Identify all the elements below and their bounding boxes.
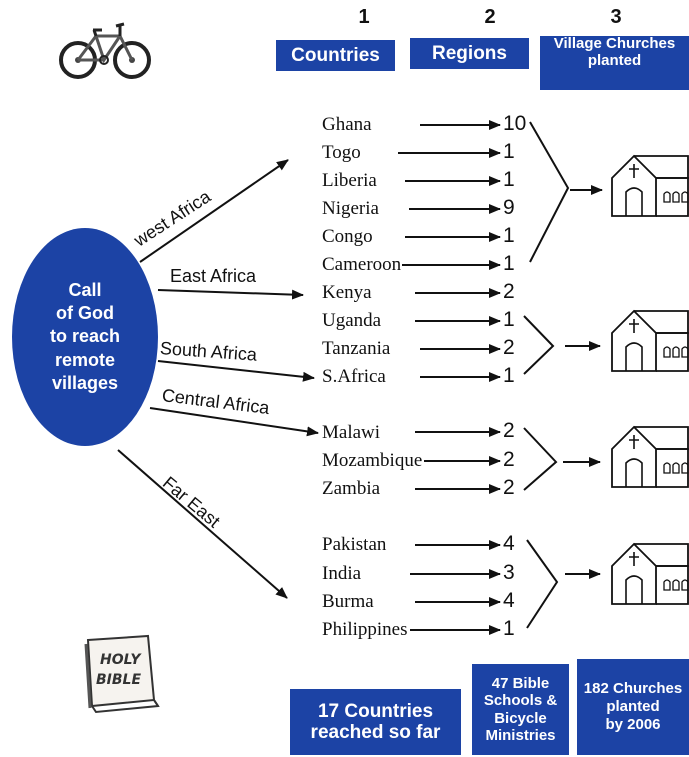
- count-zambia: 2: [503, 476, 515, 499]
- count-uganda: 1: [503, 308, 515, 331]
- country-mozambique: Mozambique: [322, 450, 424, 472]
- arrow-central-africa: [149, 407, 319, 437]
- count-philippines: 1: [503, 617, 515, 640]
- bracket-central: [523, 427, 558, 491]
- count-tanzania: 2: [503, 336, 515, 359]
- summary-churches-box: 182 Churches planted by 2006: [577, 659, 689, 755]
- oval-line-5: villages: [51, 373, 119, 394]
- bible-text-line-2: BIBLE: [96, 672, 141, 688]
- header-churches: Village Churches planted: [540, 36, 689, 90]
- arrow-south-africa: [157, 360, 315, 382]
- country-india: India: [322, 563, 363, 585]
- country-ghana: Ghana: [322, 114, 373, 136]
- oval-line-3: to reach: [49, 326, 121, 347]
- country-burma: Burma: [322, 591, 375, 613]
- count-cameroon: 1: [503, 252, 515, 275]
- bible-icon: HOLY BIBLE: [84, 634, 160, 714]
- count-nigeria: 9: [503, 196, 515, 219]
- oval-line-1: Call: [68, 279, 102, 300]
- bicycle-icon: [59, 22, 151, 79]
- column-number-3: 3: [610, 6, 622, 28]
- arrow-east-africa: [157, 289, 304, 300]
- country-zambia: Zambia: [322, 478, 382, 500]
- country-uganda: Uganda: [322, 310, 383, 332]
- country-liberia: Liberia: [322, 170, 378, 192]
- call-of-god-oval: Call of God to reach remote villages: [12, 228, 158, 446]
- summary-countries-box: 17 Countries reached so far: [290, 689, 461, 755]
- header-countries: Countries: [276, 40, 395, 71]
- count-burma: 4: [503, 589, 515, 612]
- bible-text-line-1: HOLY: [100, 652, 142, 668]
- country-kenya: Kenya: [322, 282, 373, 304]
- country-tanzania: Tanzania: [322, 338, 392, 360]
- count-india: 3: [503, 561, 515, 584]
- count-south-africa: 1: [503, 364, 515, 387]
- column-number-1: 1: [358, 6, 370, 28]
- church-icon: [611, 542, 689, 605]
- arrow-far-east: [117, 449, 288, 599]
- arrow-west-africa: [139, 159, 289, 263]
- count-mozambique: 2: [503, 448, 515, 471]
- country-congo: Congo: [322, 226, 374, 248]
- country-philippines: Philippines: [322, 619, 409, 641]
- header-regions: Regions: [410, 38, 529, 69]
- bracket-east-south: [523, 315, 555, 375]
- oval-line-2: of God: [56, 302, 114, 323]
- count-pakistan: 4: [503, 532, 515, 555]
- country-pakistan: Pakistan: [322, 534, 388, 556]
- country-south-africa: S.Africa: [322, 366, 387, 388]
- church-icon: [611, 154, 689, 217]
- church-icon: [611, 309, 689, 372]
- summary-schools-box: 47 Bible Schools & Bicycle Ministries: [472, 664, 569, 755]
- country-nigeria: Nigeria: [322, 198, 380, 220]
- column-number-2: 2: [484, 6, 496, 28]
- count-ghana: 10: [503, 112, 527, 135]
- bracket-far-east: [526, 539, 559, 629]
- country-togo: Togo: [322, 142, 362, 164]
- bracket-west-africa: [529, 121, 570, 263]
- count-congo: 1: [503, 224, 515, 247]
- count-liberia: 1: [503, 168, 515, 191]
- church-icon: [611, 425, 689, 488]
- country-malawi: Malawi: [322, 422, 382, 444]
- region-label-east-africa: East Africa: [170, 266, 257, 286]
- count-kenya: 2: [503, 280, 515, 303]
- count-malawi: 2: [503, 419, 515, 442]
- country-cameroon: Cameroon: [322, 254, 403, 276]
- count-togo: 1: [503, 140, 515, 163]
- oval-line-4: remote: [54, 349, 116, 370]
